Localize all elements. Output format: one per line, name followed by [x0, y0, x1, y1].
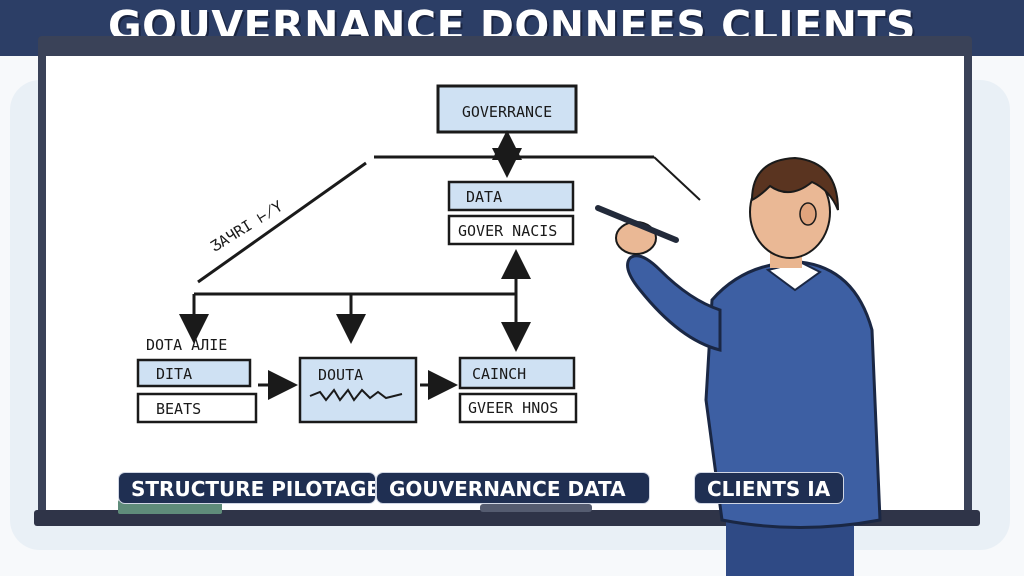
diagram-squiggle — [309, 388, 403, 402]
presenter-ear — [799, 202, 817, 226]
diagram-left-heading: DOTA AЛIE — [146, 336, 227, 354]
diagram-box-cainch — [458, 356, 576, 390]
diagram-box-douta-label: DOUTA — [318, 366, 363, 384]
diagram-box-gover-nacis — [447, 214, 575, 246]
diagram-box-gveer-hnos — [458, 392, 578, 424]
diagram-box-cainch-label: CAINCH — [472, 365, 526, 383]
diagram-box-data — [447, 180, 575, 212]
presenter-hair — [750, 156, 839, 211]
diagram-slant-left — [197, 161, 367, 284]
presenter-suit — [704, 260, 882, 529]
diagram-box-gover-nacis-label: GOVER NACIS — [458, 222, 557, 240]
presenter-legs — [726, 520, 854, 576]
marker-icon — [480, 504, 592, 512]
pen-icon — [595, 205, 679, 243]
label-gouvernance-data: GOUVERNANCE DATA — [376, 472, 650, 504]
presenter-arm — [626, 254, 722, 352]
label-clients-ia: CLIENTS IA — [694, 472, 844, 504]
diagram-box-dita-label: DITA — [156, 365, 192, 383]
diagram-box-gveer-hnos-label: GVEER HNOS — [468, 399, 558, 417]
diagram-box-governance-label: GOVERRANCE — [462, 103, 552, 121]
diagram-box-beats — [136, 392, 258, 424]
label-structure-pilotage: STRUCTURE PILOTAGE — [118, 472, 376, 504]
diagram-box-data-label: DATA — [466, 188, 502, 206]
diagram-box-dita — [136, 358, 252, 388]
diagram-box-beats-label: BEATS — [156, 400, 201, 418]
diagram-box-douta — [298, 356, 418, 424]
presenter-illustration — [595, 156, 882, 576]
diagram-slant-right — [653, 156, 701, 201]
